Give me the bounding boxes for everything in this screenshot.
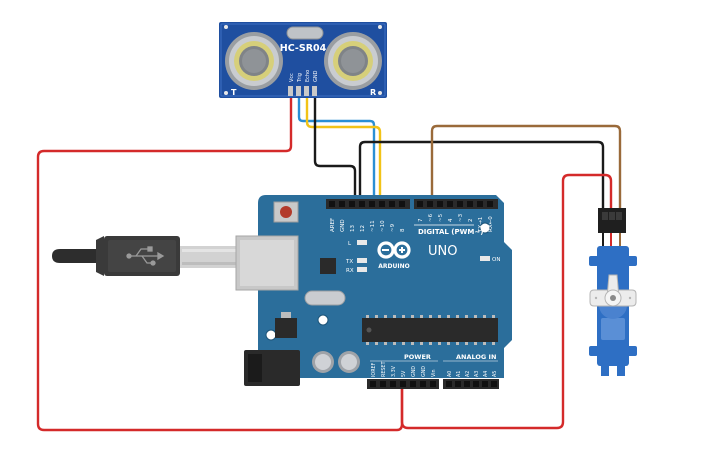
arduino-uno-board: AREF GND 13 12 ~11 ~10 ~9 8 7 ~6 ~5 4 ~3… — [235, 195, 512, 389]
sensor-t-label: T — [231, 88, 237, 97]
sensor-pin-label: Vcc — [289, 73, 295, 82]
power-pin-label: 3.3V — [391, 365, 397, 377]
power-pin-label: GND — [421, 366, 427, 377]
power-header-label: POWER — [404, 353, 431, 361]
digital-pin-label: ~6 — [428, 213, 434, 222]
analog-pin-label: A5 — [492, 371, 498, 377]
wire-servo-signal — [430, 124, 622, 214]
analog-pin-label: A2 — [465, 371, 471, 377]
capacitor-icon — [312, 351, 334, 373]
digital-header-label: DIGITAL (PWM~) — [418, 228, 483, 236]
led-label: RX — [346, 268, 354, 274]
on-led: ON — [480, 256, 500, 263]
wire-servo-gnd — [358, 140, 605, 214]
atmega-chip — [362, 318, 498, 342]
digital-pin-label: 13 — [350, 225, 356, 232]
reset-button[interactable] — [273, 201, 299, 223]
power-pin-label: IOREF — [371, 362, 377, 377]
usb-cord — [52, 249, 98, 263]
arduino-infinity-logo-icon — [377, 241, 411, 259]
sensor-pin-label: Echo — [305, 70, 311, 82]
digital-pin-label: ~3 — [458, 213, 464, 222]
digital-pin-label: ~9 — [390, 223, 396, 232]
digital-pin-label: 8 — [400, 228, 406, 232]
transducer-t-icon — [225, 32, 283, 90]
voltage-regulator — [275, 318, 297, 338]
analog-pin-label: A1 — [456, 371, 462, 377]
usb-symbol-icon — [126, 246, 165, 266]
sensor-model-label: HC-SR04 — [280, 43, 327, 54]
led-label: TX — [345, 259, 353, 265]
digital-pin-label: GND — [340, 219, 346, 232]
servo-connector[interactable] — [598, 208, 626, 233]
led-label: L — [348, 241, 352, 247]
digital-pin-label: ~5 — [438, 213, 444, 222]
sensor-pin-label: Trig — [297, 73, 303, 83]
arduino-logo-text: ARDUINO — [378, 263, 409, 270]
usb-controller-chip — [320, 258, 336, 274]
digital-pin-label: 4 — [448, 218, 454, 222]
sensor-pin-label: GND — [313, 70, 319, 82]
digital-pin-label: TX→1 — [478, 217, 484, 233]
crystal-oscillator — [304, 290, 346, 306]
power-pin-label: RESET — [381, 362, 387, 377]
analog-header-label: ANALOG IN — [456, 353, 496, 361]
sensor-r-label: R — [370, 88, 376, 97]
digital-pin-label: RX←0 — [488, 216, 494, 232]
sensor-pins[interactable] — [288, 86, 317, 96]
ultrasonic-sensor: HC-SR04 T R Vcc Trig Echo GND — [219, 22, 387, 98]
digital-pin-label: ~10 — [380, 220, 386, 232]
power-pin-label: 5V — [401, 370, 407, 377]
on-led-label: ON — [492, 257, 500, 263]
analog-pin-label: A3 — [474, 371, 480, 377]
wire-sensor-gnd — [313, 96, 357, 207]
analog-pin-label: A4 — [483, 371, 489, 377]
digital-pin-label: AREF — [330, 218, 336, 232]
analog-pin-labels: A0 A1 A2 A3 A4 A5 — [447, 371, 498, 377]
status-leds: L TX RX — [345, 240, 367, 274]
digital-pin-label: 7 — [418, 218, 424, 222]
power-pin-label: Vin — [431, 369, 437, 377]
digital-header[interactable] — [326, 199, 498, 209]
usb-cable — [52, 236, 238, 276]
arduino-model-text: UNO — [428, 244, 457, 259]
sensor-crystal — [286, 26, 324, 40]
digital-pin-label: 2 — [468, 219, 474, 223]
capacitor-icon — [338, 351, 360, 373]
wire-servo-power — [400, 173, 613, 430]
digital-pin-label: 12 — [360, 225, 366, 232]
servo-horn-icon[interactable] — [589, 274, 637, 307]
wire-sensor-trig — [297, 96, 376, 207]
wire-sensor-echo — [305, 96, 382, 207]
power-pin-labels: IOREF RESET 3.3V 5V GND GND Vin — [371, 362, 437, 377]
servo-motor — [589, 208, 637, 376]
wires — [36, 96, 622, 432]
wire-sensor-vcc — [36, 96, 404, 432]
power-analog-header[interactable] — [367, 379, 499, 389]
sensor-pin-labels: Vcc Trig Echo GND — [289, 70, 319, 83]
power-pin-label: GND — [411, 366, 417, 377]
transducer-r-icon — [324, 32, 382, 90]
analog-pin-label: A0 — [447, 371, 453, 377]
digital-pin-labels: AREF GND 13 12 ~11 ~10 ~9 8 7 ~6 ~5 4 ~3… — [330, 213, 494, 233]
digital-pin-label: ~11 — [370, 220, 376, 232]
